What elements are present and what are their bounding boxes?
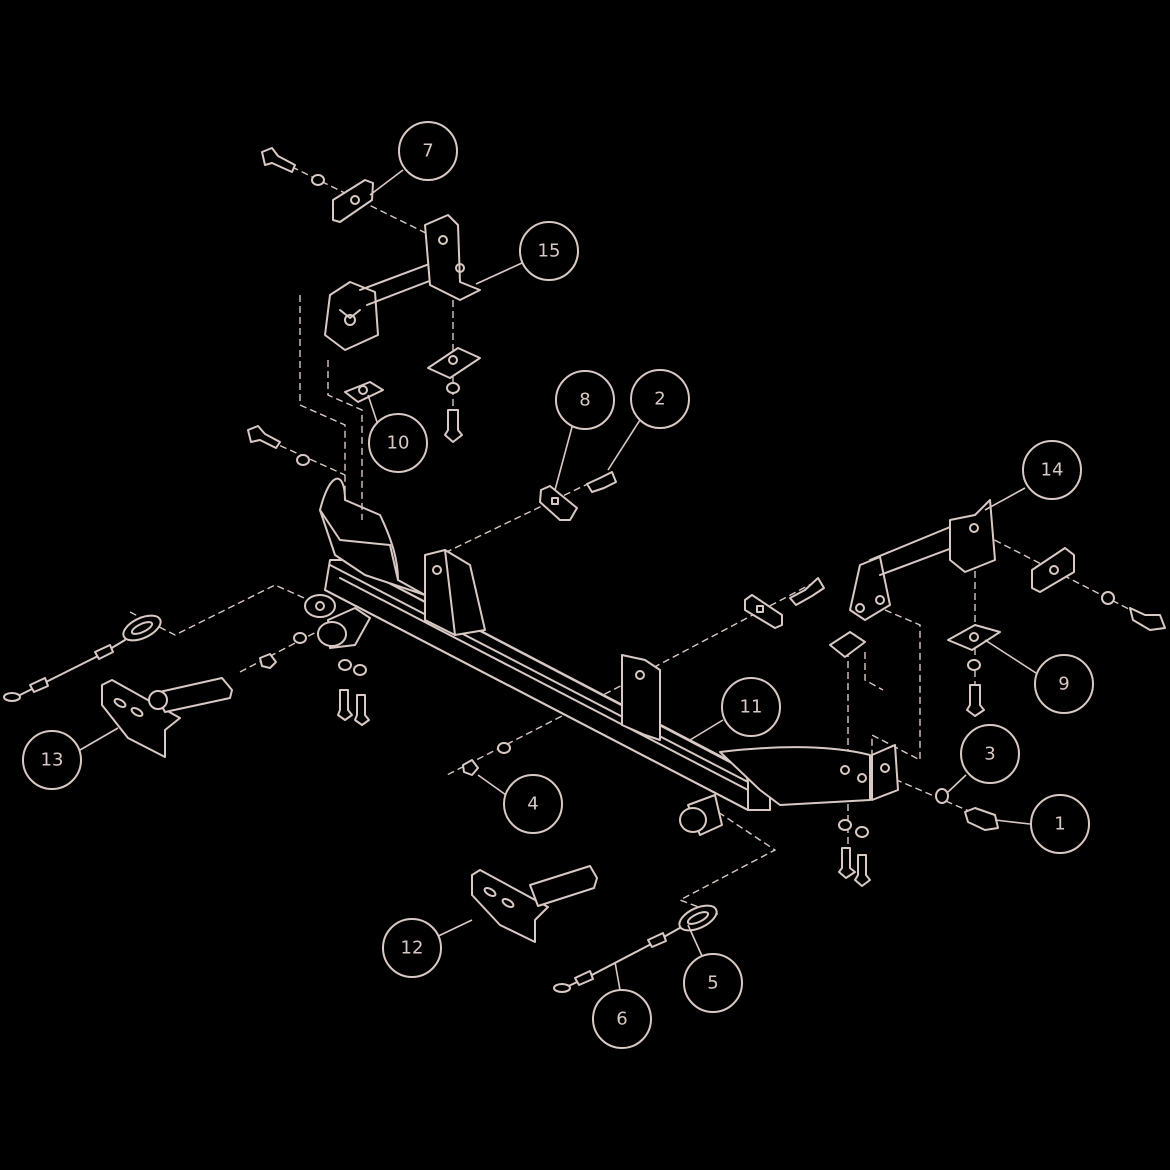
- callout-13-label: 13: [41, 750, 64, 771]
- plate-right-small: [829, 631, 866, 658]
- bolt-left-mid: [247, 425, 281, 449]
- callout-6-label: 6: [616, 1009, 627, 1030]
- bolt-7: [261, 147, 296, 173]
- plate-10: [344, 381, 384, 403]
- callout-2: 2: [630, 369, 690, 429]
- callout-14: 14: [1022, 440, 1082, 500]
- safety-cables: [3, 614, 718, 993]
- callout-7: 7: [398, 121, 458, 181]
- left-mount-bracket: [324, 214, 481, 351]
- callout-7-label: 7: [422, 141, 433, 162]
- callout-14-label: 14: [1041, 460, 1064, 481]
- callout-9-label: 9: [1058, 674, 1069, 695]
- bolt-vertical-right-a: [838, 847, 856, 879]
- callout-10: 10: [368, 413, 428, 473]
- bolt-1: [964, 807, 999, 831]
- callout-4-label: 4: [527, 794, 538, 815]
- bolts: [247, 147, 1166, 887]
- bracket-13: [101, 679, 181, 758]
- callout-12: 12: [382, 918, 442, 978]
- plate-14: [1031, 547, 1075, 593]
- callout-3-label: 3: [984, 744, 995, 765]
- bolt-right-far: [1129, 607, 1166, 631]
- bracket-12: [471, 869, 549, 943]
- leader-lines: [79, 169, 1037, 991]
- callout-3: 3: [960, 724, 1020, 784]
- nut-left: [259, 653, 277, 669]
- callout-9: 9: [1034, 654, 1094, 714]
- bolt-vertical-9: [966, 684, 985, 717]
- callout-11: 11: [721, 677, 781, 737]
- nut-4: [462, 759, 479, 776]
- bolt-vertical-left-b: [354, 694, 370, 726]
- callout-4: 4: [503, 774, 563, 834]
- cable-left: [9, 639, 126, 701]
- callout-11-label: 11: [740, 697, 763, 718]
- callout-12-label: 12: [401, 938, 424, 959]
- bolt-vertical-15: [444, 409, 463, 443]
- right-mount-bracket: [849, 499, 996, 621]
- callout-1: 1: [1030, 794, 1090, 854]
- callout-5-label: 5: [707, 973, 718, 994]
- bolt-vertical-left-a: [337, 689, 353, 721]
- plate-7: [332, 179, 374, 223]
- bolt-right-upper: [789, 577, 825, 606]
- bolt-2: [586, 471, 617, 493]
- callout-8: 8: [555, 370, 615, 430]
- light-brackets: [101, 677, 598, 943]
- bolt-vertical-right-b: [854, 854, 871, 887]
- callout-2-label: 2: [654, 389, 665, 410]
- plates: [332, 179, 1075, 658]
- callout-15: 15: [519, 221, 579, 281]
- main-crossbar: [304, 477, 899, 836]
- callout-6: 6: [592, 989, 652, 1049]
- plate-9: [947, 624, 1001, 651]
- callout-1-label: 1: [1054, 814, 1065, 835]
- cable-right: [559, 924, 686, 991]
- callout-15-label: 15: [538, 241, 561, 262]
- callout-5: 5: [683, 953, 743, 1013]
- callout-13: 13: [22, 730, 82, 790]
- callout-10-label: 10: [387, 433, 410, 454]
- callout-8-label: 8: [579, 390, 590, 411]
- assembly-dash-lines: [129, 156, 1161, 916]
